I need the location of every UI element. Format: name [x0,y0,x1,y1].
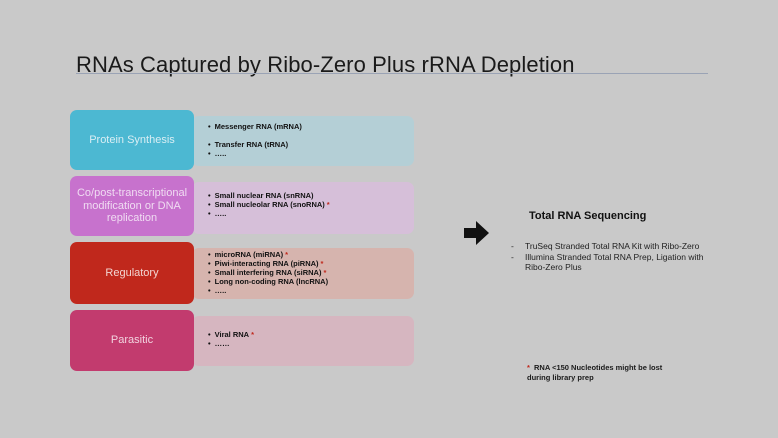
category-label: Co/post-transcriptional modification or … [70,176,194,236]
rna-type-list: microRNA (miRNA)*Piwi-interacting RNA (p… [208,250,328,295]
rna-type-item: ….. [208,209,330,218]
total-rna-sequencing-title: Total RNA Sequencing [529,210,647,222]
rna-type-item: Small interfering RNA (siRNA)* [208,268,328,277]
rna-type-item: microRNA (miRNA)* [208,250,328,259]
kit-list-item: TruSeq Stranded Total RNA Kit with Ribo-… [511,241,725,252]
right-arrow-icon [464,221,489,245]
rna-type-list: Messenger RNA (mRNA) Transfer RNA (tRNA)…… [208,122,302,158]
rna-type-text: Small nucleolar RNA (snoRNA) [214,200,325,209]
rna-type-text: Small interfering RNA (siRNA) [214,268,322,277]
short-rna-star: * [320,259,324,268]
category-label: Protein Synthesis [70,110,194,170]
rna-type-text: Messenger RNA (mRNA) [214,122,302,131]
rna-type-item: Messenger RNA (mRNA) [208,122,302,131]
short-rna-star: * [251,330,255,339]
short-rna-star: * [323,268,327,277]
rna-type-text: ….. [214,149,227,158]
rna-type-item: ….. [208,149,302,158]
rna-type-item: …… [208,339,254,348]
rna-type-text: microRNA (miRNA) [214,250,284,259]
category-label: Parasitic [70,310,194,371]
rna-type-text: Long non-coding RNA (lncRNA) [214,277,329,286]
rna-type-item: ….. [208,286,328,295]
rna-type-text: Viral RNA [214,330,250,339]
footnote-star: * [527,363,530,372]
category-row: Protein Synthesis Messenger RNA (mRNA) Tra… [70,110,416,170]
slide-title: RNAs Captured by Ribo-Zero Plus rRNA Dep… [76,52,575,77]
rna-type-text: …… [214,339,230,348]
rna-type-list: Viral RNA*…… [208,330,254,348]
rna-type-list: Small nuclear RNA (snRNA)Small nucleolar… [208,191,330,218]
title-underline [76,73,708,74]
category-row: Co/post-transcriptional modification or … [70,176,416,236]
rna-type-item: Transfer RNA (tRNA) [208,140,302,149]
kit-list-item: Illumina Stranded Total RNA Prep, Ligati… [511,252,725,273]
rna-type-text: Piwi-interacting RNA (piRNA) [214,259,319,268]
rna-type-item: Small nucleolar RNA (snoRNA)* [208,200,330,209]
rna-type-text: ….. [214,209,227,218]
footnote: * RNA <150 Nucleotides might be lost dur… [527,363,687,383]
rna-type-item: Viral RNA* [208,330,254,339]
rna-type-text: ….. [214,286,227,295]
category-row: RegulatorymicroRNA (miRNA)*Piwi-interact… [70,242,416,304]
rna-type-item: Piwi-interacting RNA (piRNA)* [208,259,328,268]
category-row: ParasiticViral RNA*…… [70,310,416,371]
kit-list: TruSeq Stranded Total RNA Kit with Ribo-… [511,241,725,273]
category-label: Regulatory [70,242,194,304]
short-rna-star: * [285,250,289,259]
footnote-text: RNA <150 Nucleotides might be lost durin… [527,363,663,382]
short-rna-star: * [326,200,330,209]
rna-type-item: Small nuclear RNA (snRNA) [208,191,330,200]
rna-type-text: Small nuclear RNA (snRNA) [214,191,314,200]
rna-type-item: Long non-coding RNA (lncRNA) [208,277,328,286]
rna-type-text: Transfer RNA (tRNA) [214,140,289,149]
